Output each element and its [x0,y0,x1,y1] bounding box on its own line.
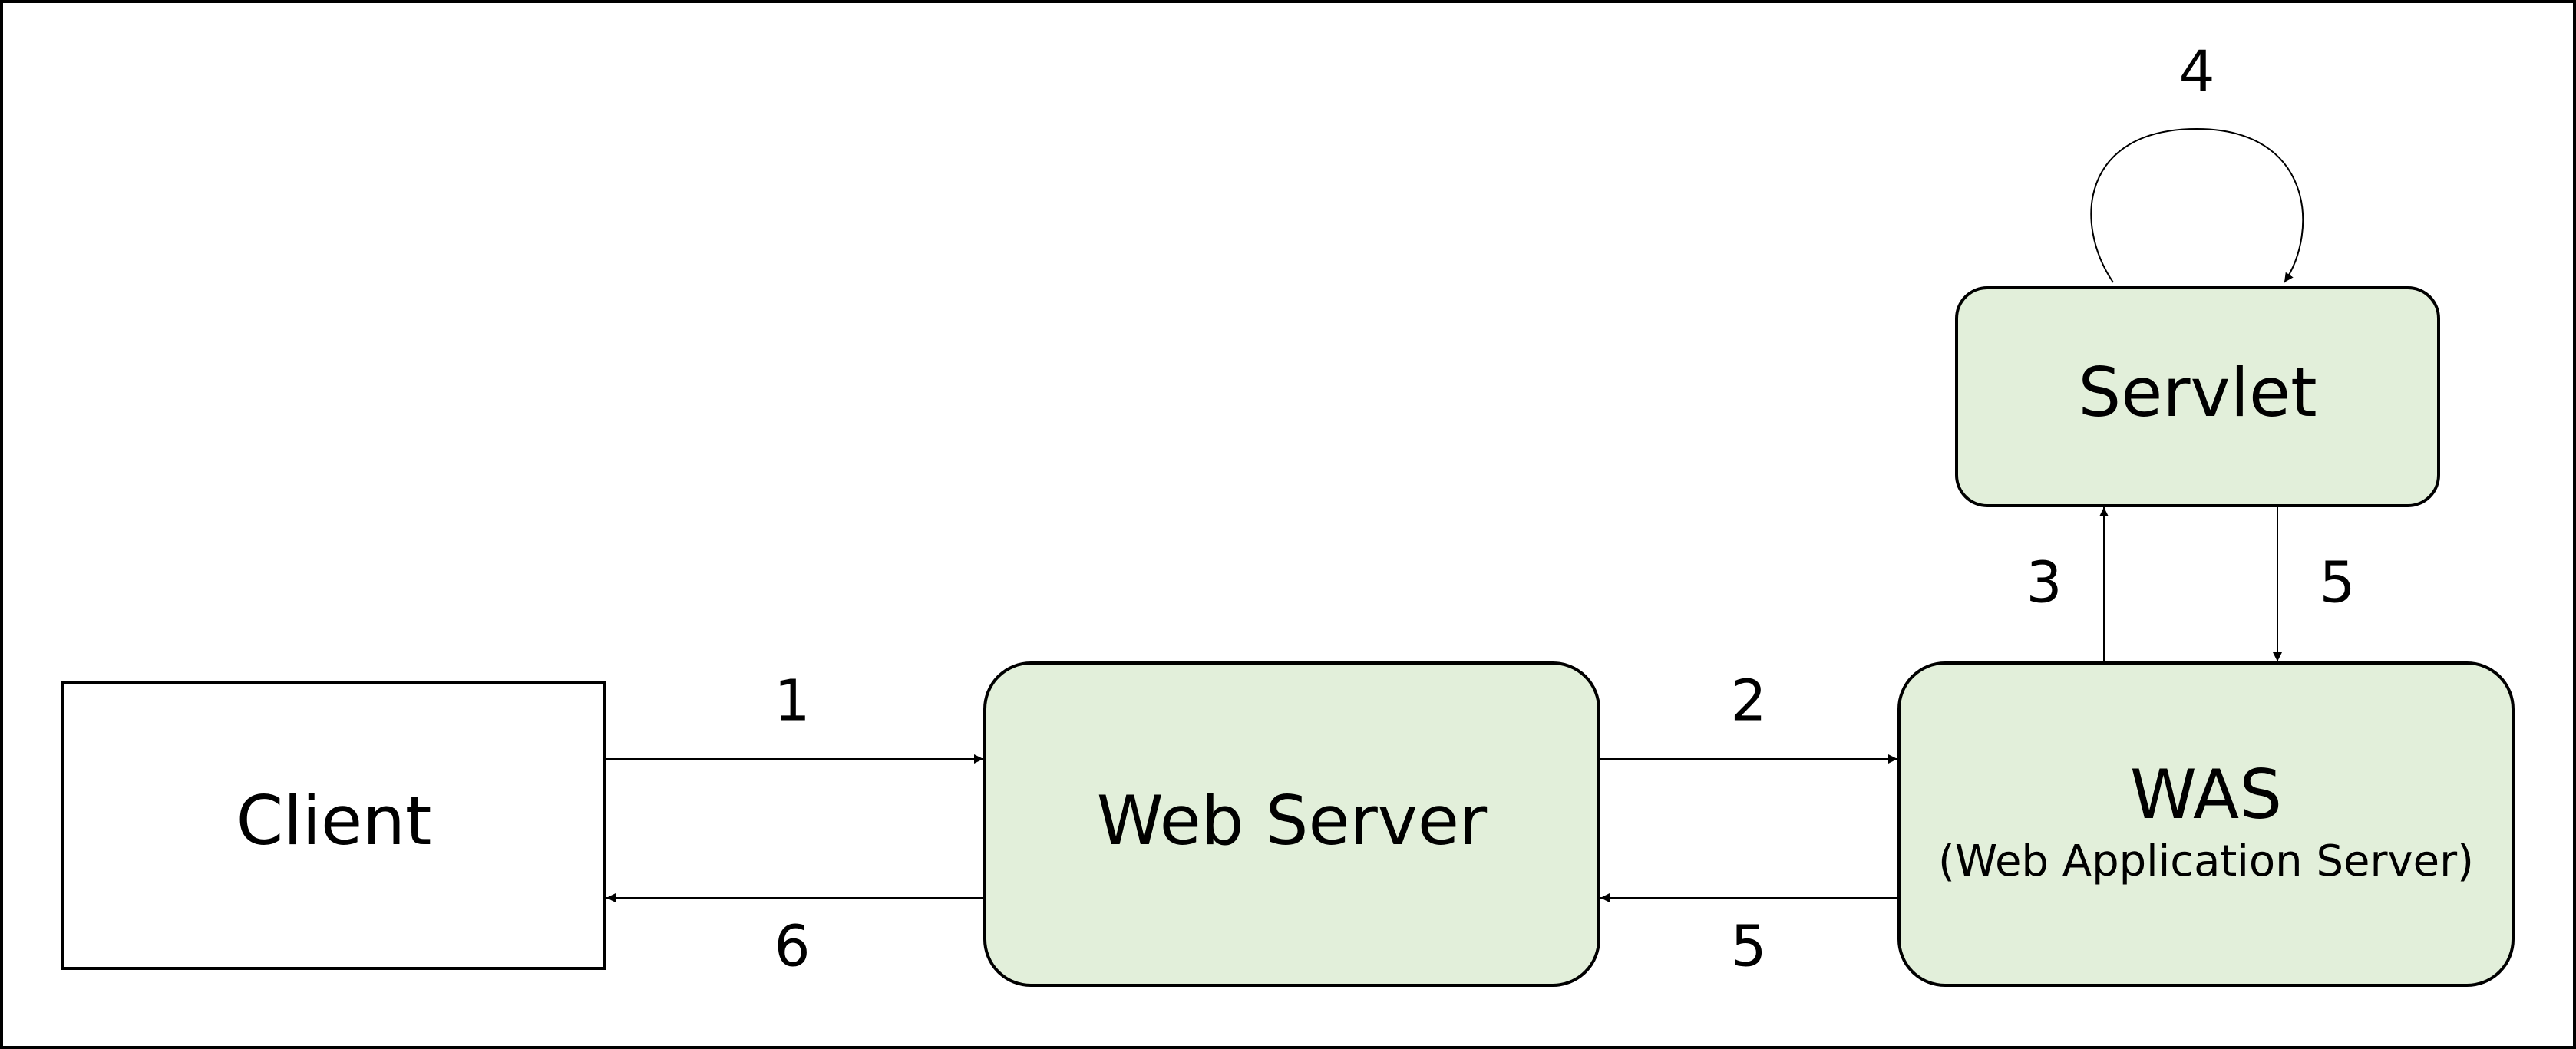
web-server-box [983,661,1600,987]
step-4-label: 4 [2178,39,2214,105]
step-1-label: 1 [774,668,810,734]
client-label: Client [236,781,432,860]
servlet-box [1955,286,2440,507]
step-3-label: 3 [2026,550,2062,616]
servlet-label: Servlet [2078,353,2317,432]
was-label: WAS [2130,755,2282,834]
step-5-side-label: 5 [2319,550,2355,616]
was-sublabel: (Web Application Server) [1938,836,2474,886]
step-6-label: 6 [774,914,810,980]
arrow-servlet-self-loop [2090,127,2304,283]
web-server-label: Web Server [1097,781,1488,860]
step-2-label: 2 [1730,668,1766,734]
was-box [1897,661,2515,987]
client-box [61,681,606,970]
step-5-bottom-label: 5 [1730,914,1766,980]
